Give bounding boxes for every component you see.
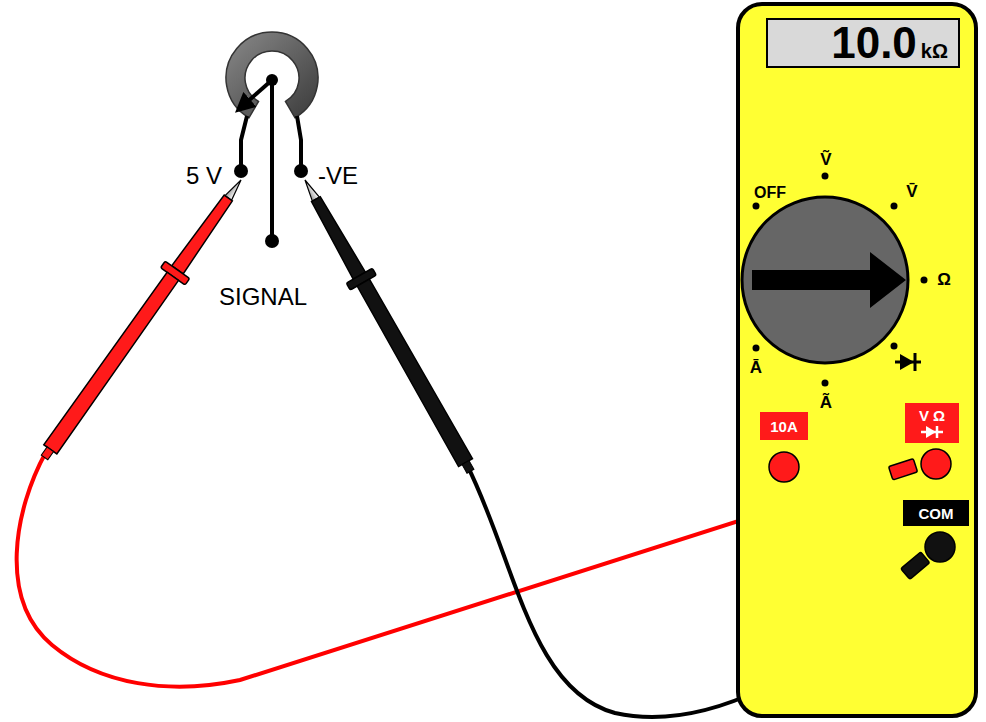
red-plug bbox=[889, 459, 918, 480]
red-probe bbox=[44, 272, 180, 454]
black-plug bbox=[901, 552, 930, 579]
black-plug bbox=[901, 552, 930, 579]
red-probe bbox=[172, 194, 234, 274]
multimeter bbox=[925, 532, 955, 562]
text-row: 10A bbox=[770, 419, 798, 434]
display-reading: 10.0 bbox=[831, 21, 917, 65]
text-row: COM bbox=[919, 506, 954, 521]
jack-name: COM bbox=[919, 506, 954, 521]
black-probe bbox=[302, 178, 320, 201]
diode-bar bbox=[936, 426, 939, 438]
multimeter bbox=[738, 4, 976, 716]
jack-name: V Ω bbox=[919, 408, 945, 423]
pin-name: -VE bbox=[318, 163, 358, 189]
multimeter bbox=[753, 203, 760, 210]
diode-symbol bbox=[895, 353, 921, 371]
black-probe bbox=[462, 461, 474, 474]
dial-setting: Ṽ bbox=[820, 151, 831, 170]
red-probe bbox=[41, 447, 53, 460]
display-reading: kΩ bbox=[921, 41, 948, 61]
potentiometer bbox=[234, 164, 248, 178]
potentiometer bbox=[226, 32, 318, 248]
multimeter bbox=[822, 173, 829, 180]
multimeter bbox=[822, 380, 829, 387]
potentiometer bbox=[270, 80, 274, 240]
pin-name: 5 V bbox=[186, 163, 222, 189]
diode-symbol bbox=[914, 353, 917, 371]
dial-setting: V̄ bbox=[906, 183, 917, 202]
black-probe bbox=[310, 196, 366, 279]
multimeter bbox=[921, 277, 928, 284]
pin-name: SIGNAL bbox=[219, 284, 307, 310]
dial-setting: Ã bbox=[820, 394, 832, 413]
jack-label: 10A bbox=[760, 412, 808, 440]
text-row: 10.0kΩ bbox=[831, 21, 948, 65]
jack-label: V Ω bbox=[905, 403, 959, 443]
multimeter bbox=[753, 345, 760, 352]
diode-symbol bbox=[921, 425, 943, 439]
multimeter bbox=[891, 203, 898, 210]
multimeter bbox=[891, 343, 898, 350]
potentiometer bbox=[238, 80, 272, 110]
dial-setting: Ā bbox=[750, 359, 762, 378]
multimeter bbox=[742, 197, 908, 363]
potentiometer bbox=[294, 164, 308, 178]
diode-body bbox=[926, 426, 936, 438]
text-row: V Ω bbox=[919, 408, 945, 423]
diode-symbol bbox=[900, 354, 914, 370]
jack-name: 10A bbox=[770, 419, 798, 434]
black-probe bbox=[356, 279, 472, 467]
multimeter bbox=[738, 4, 976, 716]
jack-label: COM bbox=[903, 500, 969, 526]
black-probe bbox=[292, 173, 484, 479]
dial-setting: Ω bbox=[937, 271, 951, 290]
multimeter bbox=[769, 452, 799, 482]
multimeter bbox=[752, 252, 906, 308]
meter-display: 10.0kΩ bbox=[766, 18, 960, 68]
potentiometer bbox=[265, 234, 279, 248]
red-probe bbox=[32, 171, 253, 466]
dial-setting: OFF bbox=[754, 184, 786, 202]
potentiometer bbox=[241, 116, 247, 170]
potentiometer bbox=[297, 116, 301, 170]
multimeter bbox=[921, 449, 951, 479]
red-plug bbox=[889, 459, 918, 480]
